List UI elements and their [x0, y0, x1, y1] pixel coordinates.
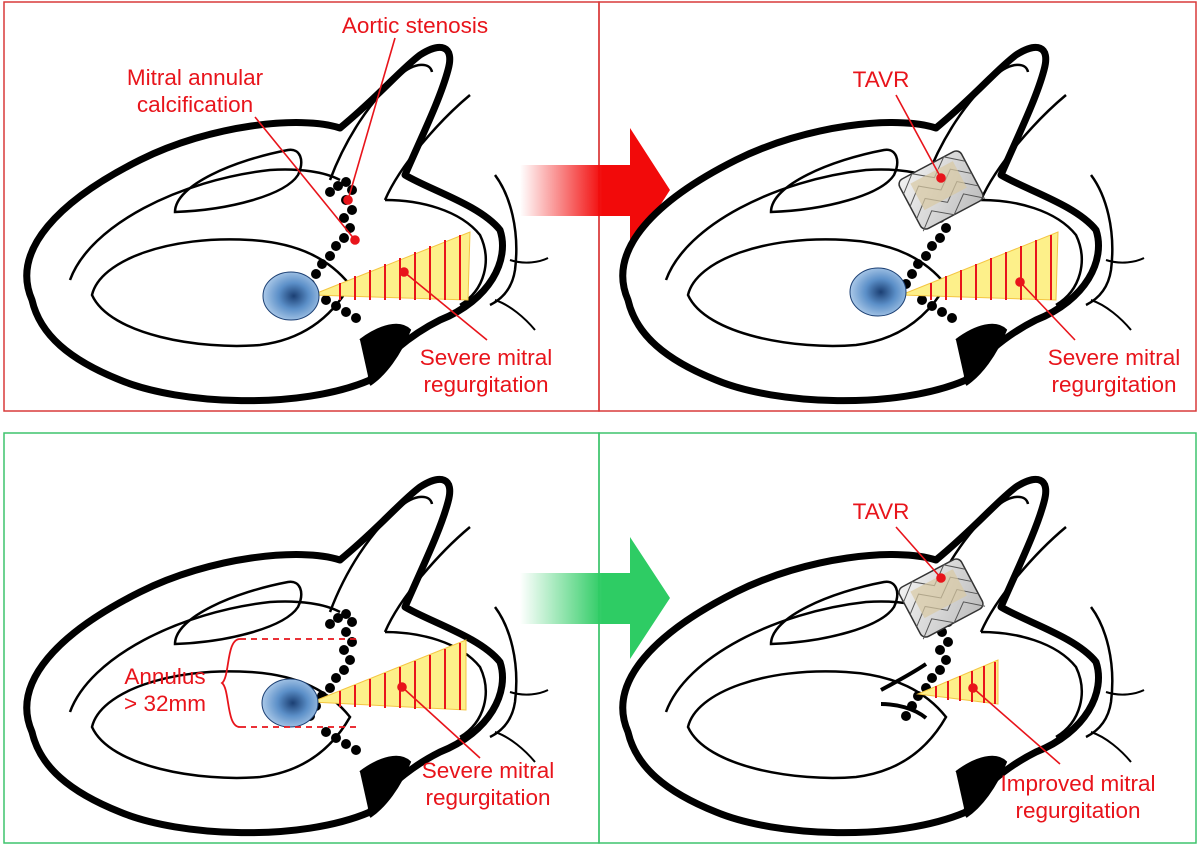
tavr-valve-icon: [898, 558, 986, 640]
label-mr-line2: regurgitation: [1015, 798, 1140, 823]
label-mr-line1: Severe mitral: [1048, 345, 1181, 370]
label-annulus-line2: > 32mm: [124, 691, 206, 716]
label-tavr: TAVR: [853, 499, 910, 524]
lv-chamber-blue: [849, 267, 907, 317]
bottom-row-frame: [3, 432, 1197, 844]
label-mac-line2: calcification: [137, 92, 253, 117]
label-mac-line1: Mitral annular: [127, 65, 264, 90]
lv-chamber-blue: [262, 271, 320, 321]
panel-bottom-left: Annulus > 32mm Severe mitral regurgitati…: [27, 479, 554, 832]
label-mr-line1: Severe mitral: [422, 758, 555, 783]
lv-chamber-blue: [261, 678, 319, 728]
label-mr-line2: regurgitation: [425, 785, 550, 810]
panel-bottom-right: TAVR Improved mitral regurgitation: [623, 479, 1156, 832]
label-annulus-line1: Annulus: [124, 664, 205, 689]
mitral-regurgitation-jet: [311, 639, 467, 711]
right-arrow-icon: [520, 128, 670, 252]
panel-top-right: TAVR Severe mitral regurgitation: [623, 47, 1180, 400]
label-mr-line2: regurgitation: [423, 372, 548, 397]
label-aortic-stenosis: Aortic stenosis: [342, 13, 488, 38]
right-arrow-icon: [520, 537, 670, 659]
label-mr-line1: Severe mitral: [420, 345, 553, 370]
label-tavr: TAVR: [853, 67, 910, 92]
tavr-valve-icon: [898, 150, 986, 232]
label-mr-line1: Improved mitral: [1000, 771, 1155, 796]
panel-top-left: Aortic stenosis Mitral annular calcifica…: [27, 13, 552, 401]
annulus-bracket: [220, 638, 360, 728]
label-mr-line2: regurgitation: [1051, 372, 1176, 397]
mitral-regurgitation-jet: [311, 231, 471, 301]
